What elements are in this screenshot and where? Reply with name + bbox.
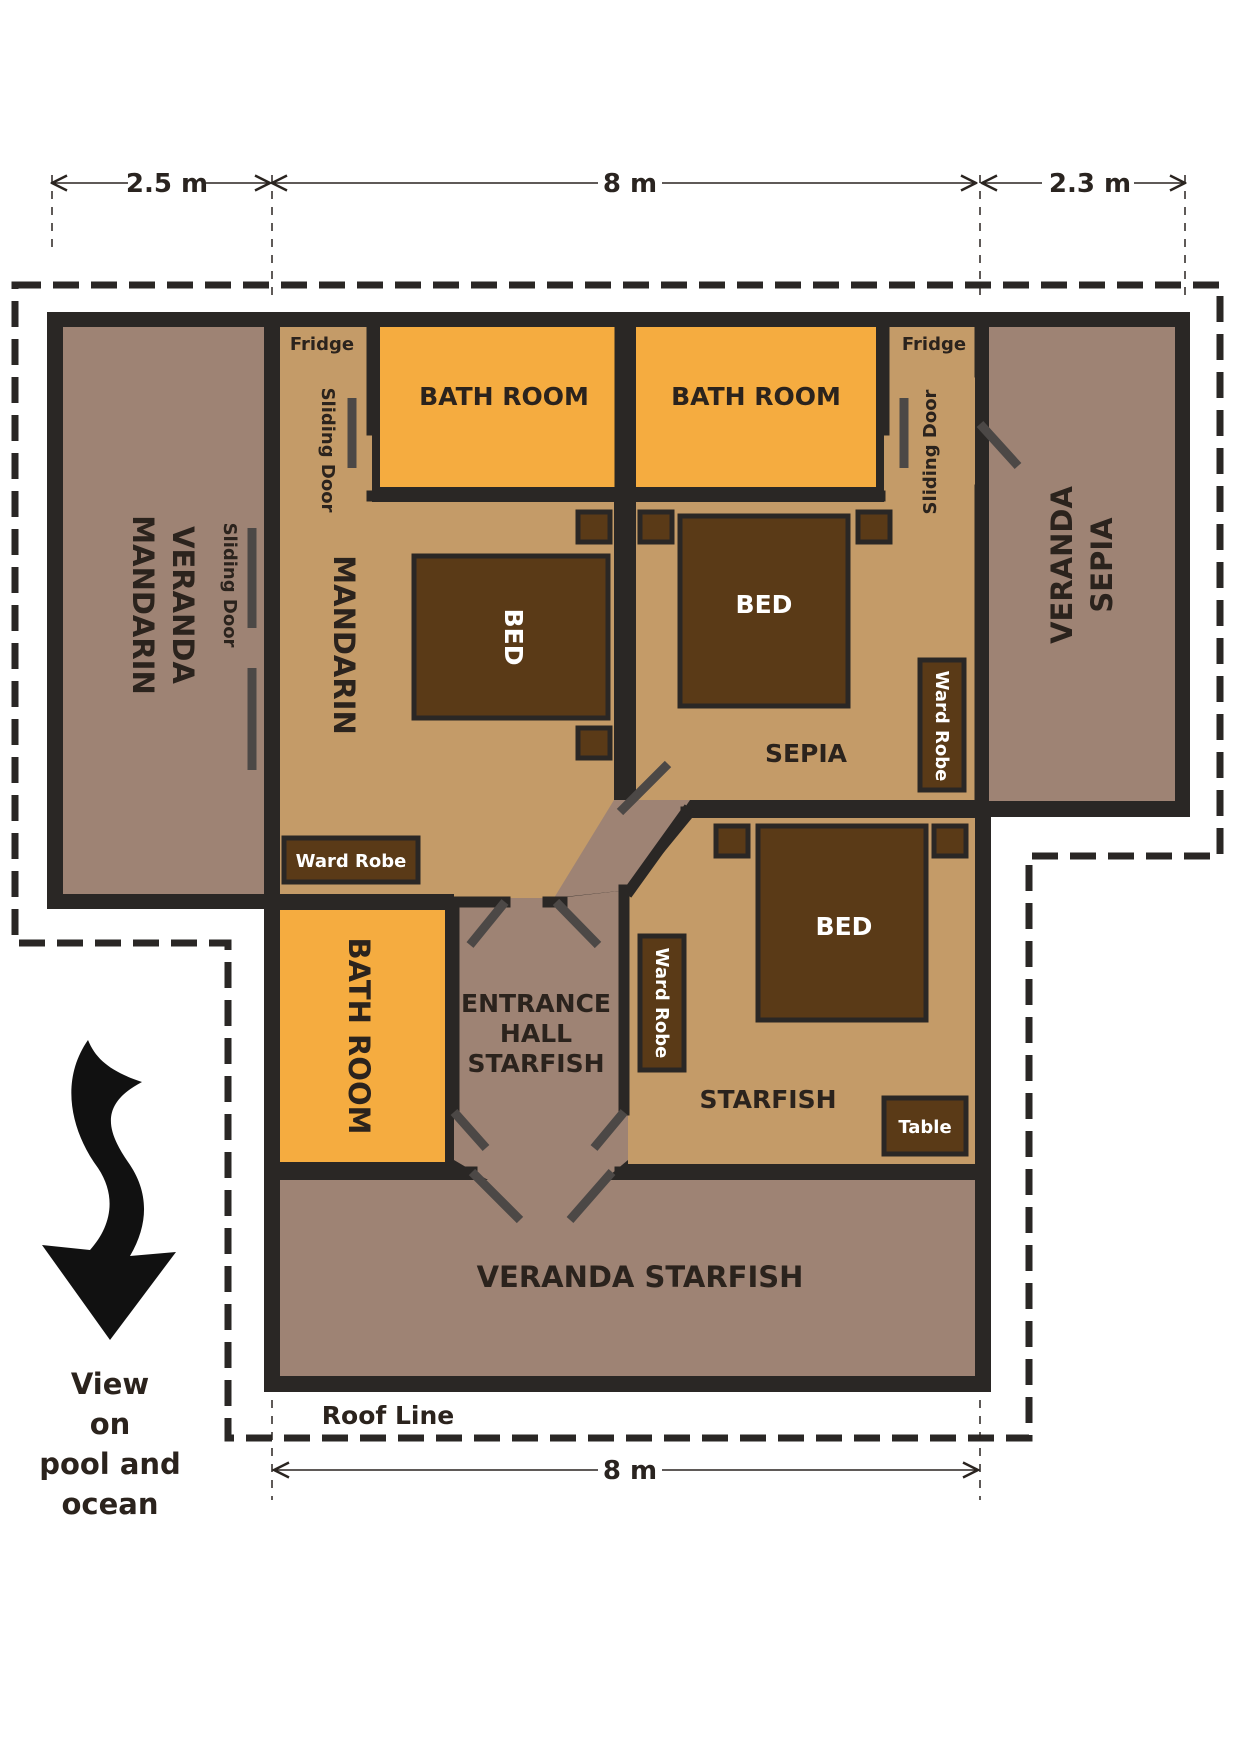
sepia-label: SEPIA — [765, 739, 848, 768]
fridge-left-label: Fridge — [290, 334, 354, 355]
wardrobe-starfish-label: Ward Robe — [651, 948, 672, 1059]
starfish-label: STARFISH — [699, 1085, 836, 1114]
wardrobe-mandarin-label: Ward Robe — [296, 851, 407, 872]
bottom-dimension — [271, 1400, 981, 1500]
bathroom-bottom-label: BATH ROOM — [342, 938, 376, 1135]
bathroom-left-top — [380, 327, 616, 487]
bed-starfish — [713, 823, 969, 1023]
veranda-sepia — [989, 327, 1175, 801]
veranda-sepia-label-1: VERANDA — [1045, 486, 1079, 644]
interior-walls — [266, 321, 986, 1178]
wardrobe-sepia-label: Ward Robe — [931, 671, 952, 782]
mandarin-label: MANDARIN — [327, 555, 361, 734]
wardrobe-sepia — [917, 657, 967, 793]
veranda-sepia-label-2: SEPIA — [1085, 517, 1119, 613]
view-label-4: ocean — [62, 1487, 159, 1521]
bathroom-right-top-label: BATH ROOM — [671, 382, 841, 411]
veranda-mandarin — [63, 327, 264, 894]
dimension-top-middle: 8 m — [603, 169, 657, 199]
bathroom-left-top-label: BATH ROOM — [419, 382, 589, 411]
bed-mandarin-label: BED — [499, 609, 528, 666]
sliding-door-left-bath-label: Sliding Door — [317, 388, 338, 513]
wardrobe-starfish — [637, 933, 687, 1073]
roof-line-outline — [11, 281, 1224, 1442]
entrance-hall-label-1: ENTRANCE — [461, 989, 611, 1018]
veranda-mandarin-label-1: VERANDA — [166, 526, 200, 684]
dimension-bottom: 8 m — [603, 1456, 657, 1486]
bed-starfish-label: BED — [816, 912, 873, 941]
veranda-starfish-label: VERANDA STARFISH — [477, 1260, 804, 1294]
entrance-hall-label-3: STARFISH — [467, 1049, 604, 1078]
bathroom-right-top — [636, 327, 876, 487]
bathroom-bottom — [280, 910, 445, 1162]
door-swings — [247, 398, 1022, 1224]
wardrobe-mandarin — [281, 835, 421, 885]
sliding-door-right-bath-label: Sliding Door — [920, 389, 941, 514]
view-label-3: pool and — [39, 1447, 181, 1481]
view-label-2: on — [90, 1407, 131, 1441]
bed-mandarin — [411, 509, 613, 761]
bed-sepia — [637, 509, 893, 709]
entrance-hall-label-2: HALL — [500, 1019, 572, 1048]
table-label: Table — [898, 1117, 951, 1138]
fridge-right-label: Fridge — [902, 334, 966, 355]
hall-corridor — [554, 800, 690, 898]
view-arrow-icon — [42, 1040, 176, 1340]
veranda-starfish — [280, 1180, 975, 1376]
dimension-top-left: 2.5 m — [126, 169, 208, 199]
view-label-1: View — [71, 1367, 149, 1401]
entrance-hall — [454, 890, 628, 1180]
sliding-door-veranda-label: Sliding Door — [219, 523, 240, 648]
dimension-top-right: 2.3 m — [1049, 169, 1131, 199]
roof-line-label: Roof Line — [322, 1401, 454, 1430]
bed-sepia-label: BED — [736, 590, 793, 619]
veranda-mandarin-label-2: MANDARIN — [126, 515, 160, 694]
top-dimensions — [52, 175, 1185, 300]
table — [881, 1095, 969, 1157]
